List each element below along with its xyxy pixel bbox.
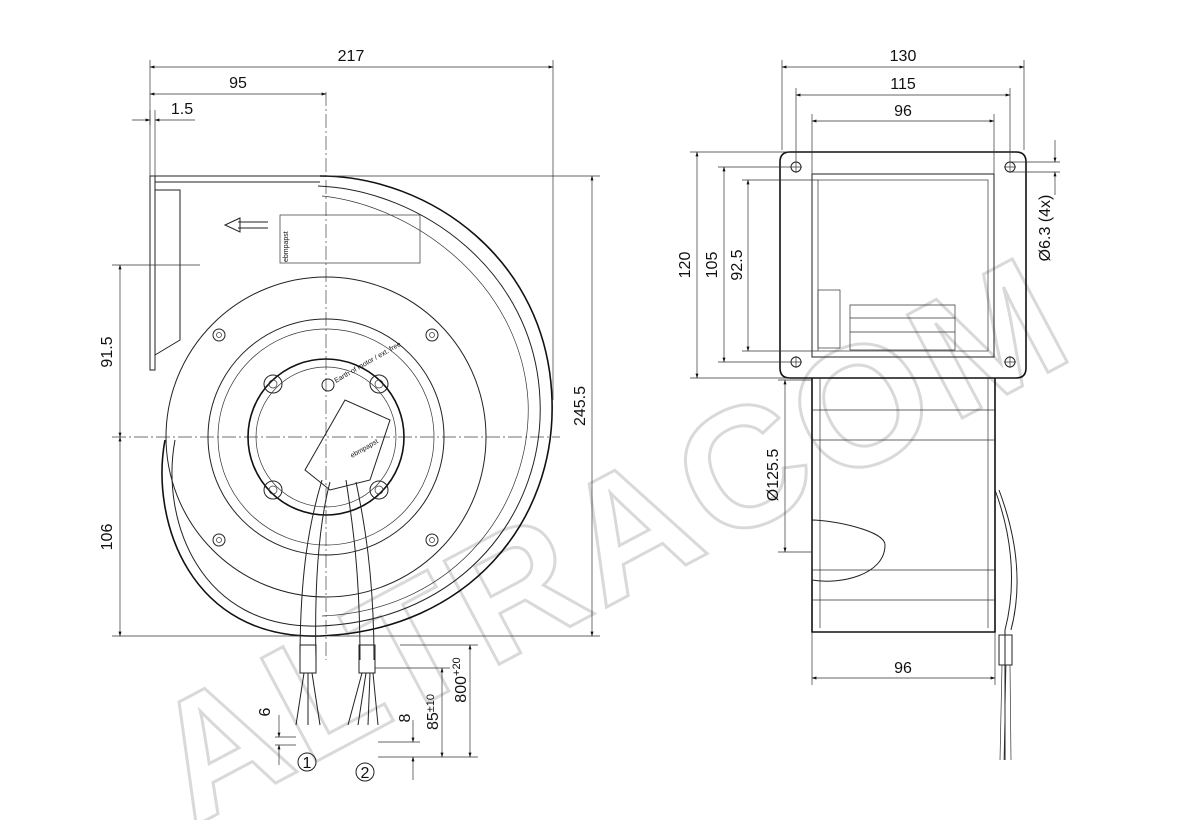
lead-stub-tolerance: ±10 <box>425 694 437 712</box>
side-housing <box>811 378 996 633</box>
dimension-overall-height: 245.5 <box>326 175 600 637</box>
lower-height-value: 106 <box>99 524 116 551</box>
housing-width-value: 96 <box>894 660 912 677</box>
rating-label-plate <box>279 214 421 264</box>
overall-height-value: 245.5 <box>572 386 589 426</box>
hole-spacing-value: 115 <box>890 76 916 93</box>
dimension-lead-stub: 85±10 <box>375 667 450 758</box>
dimension-flange-height: 120 <box>677 151 790 379</box>
dimension-hole-diameter: Ø6.3 (4x) <box>1010 140 1060 261</box>
mounting-screws <box>212 328 439 547</box>
terminal-bracket <box>304 399 391 491</box>
dimension-upper-height: 91.5 <box>99 264 200 438</box>
lead-stub-value: 85±10 <box>425 694 442 730</box>
inlet-rim <box>811 519 886 582</box>
hole-spacing-vertical-value: 105 <box>704 252 721 279</box>
scroll-housing-outer <box>161 175 553 637</box>
watermark-text: ALTRACOM <box>121 219 1100 820</box>
motor-hub-inner <box>255 366 397 508</box>
dimension-inlet-diameter: Ø125.5 <box>765 379 812 553</box>
dimension-outlet-width: 96 <box>811 103 995 174</box>
side-cable-sleeve <box>998 634 1013 666</box>
earth-symbol-icon <box>321 378 335 392</box>
cable-1 <box>299 479 331 661</box>
dimension-flange-thickness: 1.5 <box>132 101 195 176</box>
overall-width-value: 217 <box>338 48 365 65</box>
dimension-center-offset: 95 <box>149 75 327 96</box>
lead-length-value: 800+20 <box>451 657 470 702</box>
flange-thickness-value: 1.5 <box>171 101 193 118</box>
dimension-lead-length: 800+20 <box>400 644 478 758</box>
cable-2-number: 2 <box>361 765 370 782</box>
dimension-sleeve-length: 8 <box>378 713 420 780</box>
hub-brand: ebmpapst <box>350 438 380 459</box>
lead-stub-number: 85 <box>425 712 442 730</box>
airflow-arrow-icon <box>223 217 268 233</box>
side-view: 130 115 96 120 105 <box>677 48 1060 761</box>
dimension-hole-spacing-vertical: 105 <box>704 166 790 363</box>
side-flange-plate <box>779 151 1027 379</box>
lead-length-number: 800 <box>453 676 470 703</box>
upper-height-value: 91.5 <box>99 336 116 367</box>
cable-2 <box>345 479 375 661</box>
dimension-lower-height: 106 <box>99 436 320 637</box>
hole-diameter-value: Ø6.3 (4x) <box>1037 195 1054 262</box>
outlet-opening-inner <box>817 179 989 352</box>
dimension-housing-width: 96 <box>811 632 996 685</box>
inlet-diameter-value: Ø125.5 <box>765 449 782 502</box>
inlet-ring-mid <box>207 318 445 556</box>
cable-1-badge <box>297 752 317 772</box>
center-offset-value: 95 <box>229 75 247 92</box>
cable-1-wires <box>295 672 321 726</box>
rating-label-brand: ebmpapst <box>283 231 290 262</box>
strip-length-value: 6 <box>257 707 274 716</box>
cable-2-wires <box>347 672 379 726</box>
cable-2-sleeve <box>358 644 376 674</box>
scroll-housing-inner <box>171 185 541 627</box>
sleeve-length-value: 8 <box>397 713 414 722</box>
dimension-outlet-height: 92.5 <box>729 179 818 352</box>
motor-hub <box>247 358 405 516</box>
side-cable <box>994 489 1018 760</box>
outlet-height-value: 92.5 <box>729 249 746 280</box>
inlet-ring-outer <box>165 276 487 598</box>
outlet-width-value: 96 <box>894 103 912 120</box>
cable-1-number: 1 <box>303 755 312 772</box>
dimension-flange-width: 130 <box>781 48 1025 150</box>
outlet-flange <box>149 175 156 371</box>
lead-length-tolerance: +20 <box>451 657 463 676</box>
hub-screws <box>263 374 389 500</box>
flange-height-value: 120 <box>677 252 694 279</box>
earth-note: Earth of motor / ext. free <box>334 341 403 385</box>
outlet-duct <box>154 175 326 356</box>
side-housing-lines <box>812 378 995 628</box>
outlet-opening <box>811 173 995 358</box>
inlet-ring-inner <box>217 328 435 546</box>
side-cable-wires <box>999 664 1012 761</box>
dimension-overall-width: 217 <box>149 48 554 400</box>
outlet-detail <box>817 289 841 349</box>
scroll-housing-rib <box>321 195 529 617</box>
cable-2-badge <box>355 762 375 782</box>
dimension-hole-spacing: 115 <box>795 76 1011 162</box>
impeller-blades <box>849 304 956 351</box>
flange-width-value: 130 <box>890 48 917 65</box>
dimension-strip-length: 6 <box>257 707 296 765</box>
